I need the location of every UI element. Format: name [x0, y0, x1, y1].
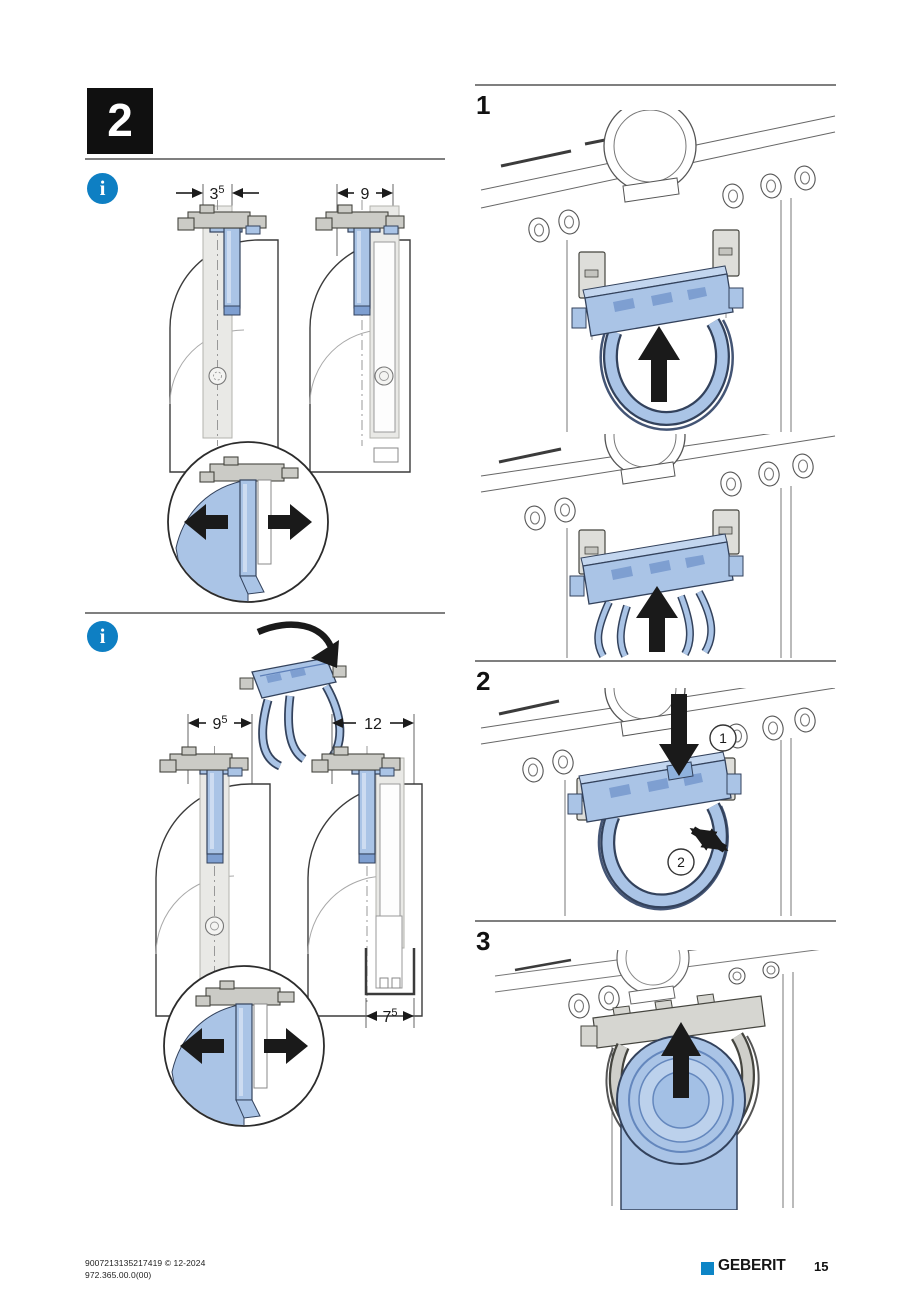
footer-doc-code: 972.365.00.0(00): [85, 1270, 152, 1280]
arrow-right-icon: [264, 1028, 308, 1064]
snap-ring: [599, 318, 734, 431]
step-1-label: 1: [476, 90, 491, 120]
rotate-arrowhead-icon: [311, 640, 339, 668]
dimension-9-5: 95: [187, 714, 253, 784]
info-icon: i: [87, 621, 118, 652]
section-divider: [475, 660, 836, 662]
geberit-logo-wordmark: GEBERIT: [718, 1257, 786, 1274]
mounting-bracket: [571, 265, 744, 337]
arrow-up-icon: [638, 326, 680, 402]
dimension-label: 9: [361, 186, 370, 203]
arrow-diagonal-double-icon: [689, 826, 729, 853]
svg-text:1: 1: [719, 730, 727, 746]
arrow-left-icon: [180, 1028, 224, 1064]
frame-holes: [528, 165, 816, 243]
diagram-offset-9-5-and-12: 95 12: [155, 621, 423, 1127]
diagram-install-step-3: [494, 950, 820, 1210]
diagram-install-step-1b: [480, 434, 836, 658]
step-3-label: 3: [476, 926, 491, 956]
geberit-logo-icon: [701, 1262, 714, 1275]
section-divider: [475, 920, 836, 922]
pipe-bend-side-view: [307, 746, 423, 1017]
mounting-bracket: [567, 751, 742, 823]
dimension-label: 75: [382, 1007, 397, 1026]
diagram-install-step-2: 1 2: [480, 688, 836, 916]
dimension-7-5: 75: [365, 998, 415, 1028]
page-number: 15: [814, 1259, 829, 1274]
dimension-label: 35: [209, 184, 224, 203]
dimension-label: 95: [212, 714, 227, 733]
rotate-arrow-icon: [256, 621, 336, 652]
dimension-12: 12: [331, 714, 415, 784]
clamp-rotation-detail: [239, 621, 347, 771]
arrow-up-icon: [661, 1022, 701, 1098]
info-icon: i: [87, 173, 118, 204]
pipe-bend-side-view: [309, 200, 411, 473]
section-divider: [85, 158, 445, 160]
frame-holes: [524, 453, 814, 531]
section-divider: [85, 612, 445, 614]
snap-ring-legs: [594, 590, 716, 658]
section-divider: [475, 84, 836, 86]
pipe-bend-side-view: [155, 746, 271, 1017]
detail-magnifier: [167, 441, 329, 603]
arrow-up-icon: [636, 586, 678, 652]
arrow-down-icon: [659, 694, 699, 776]
diagram-install-step-1a: [480, 110, 836, 432]
dimension-label: 12: [364, 716, 382, 733]
arrow-right-icon: [268, 504, 312, 540]
detail-magnifier: [163, 965, 325, 1127]
chapter-number-box: 2: [87, 88, 153, 154]
svg-text:2: 2: [677, 854, 685, 870]
pipe-bend-side-view: [169, 200, 279, 473]
diagram-offset-3-5-and-9: 35 9: [167, 184, 411, 603]
frame-holes: [522, 707, 816, 783]
callout-2-badge: 2: [667, 848, 695, 876]
mounting-bracket: [569, 533, 744, 605]
snap-ring: [597, 802, 729, 911]
arrow-left-icon: [184, 504, 228, 540]
clamp-rail-gray: [580, 993, 766, 1049]
callout-1-badge: 1: [709, 724, 737, 752]
step-2-label: 2: [476, 666, 491, 696]
frame-holes: [568, 961, 780, 1019]
footer-doc-id: 9007213135217419 © 12-2024: [85, 1258, 206, 1268]
